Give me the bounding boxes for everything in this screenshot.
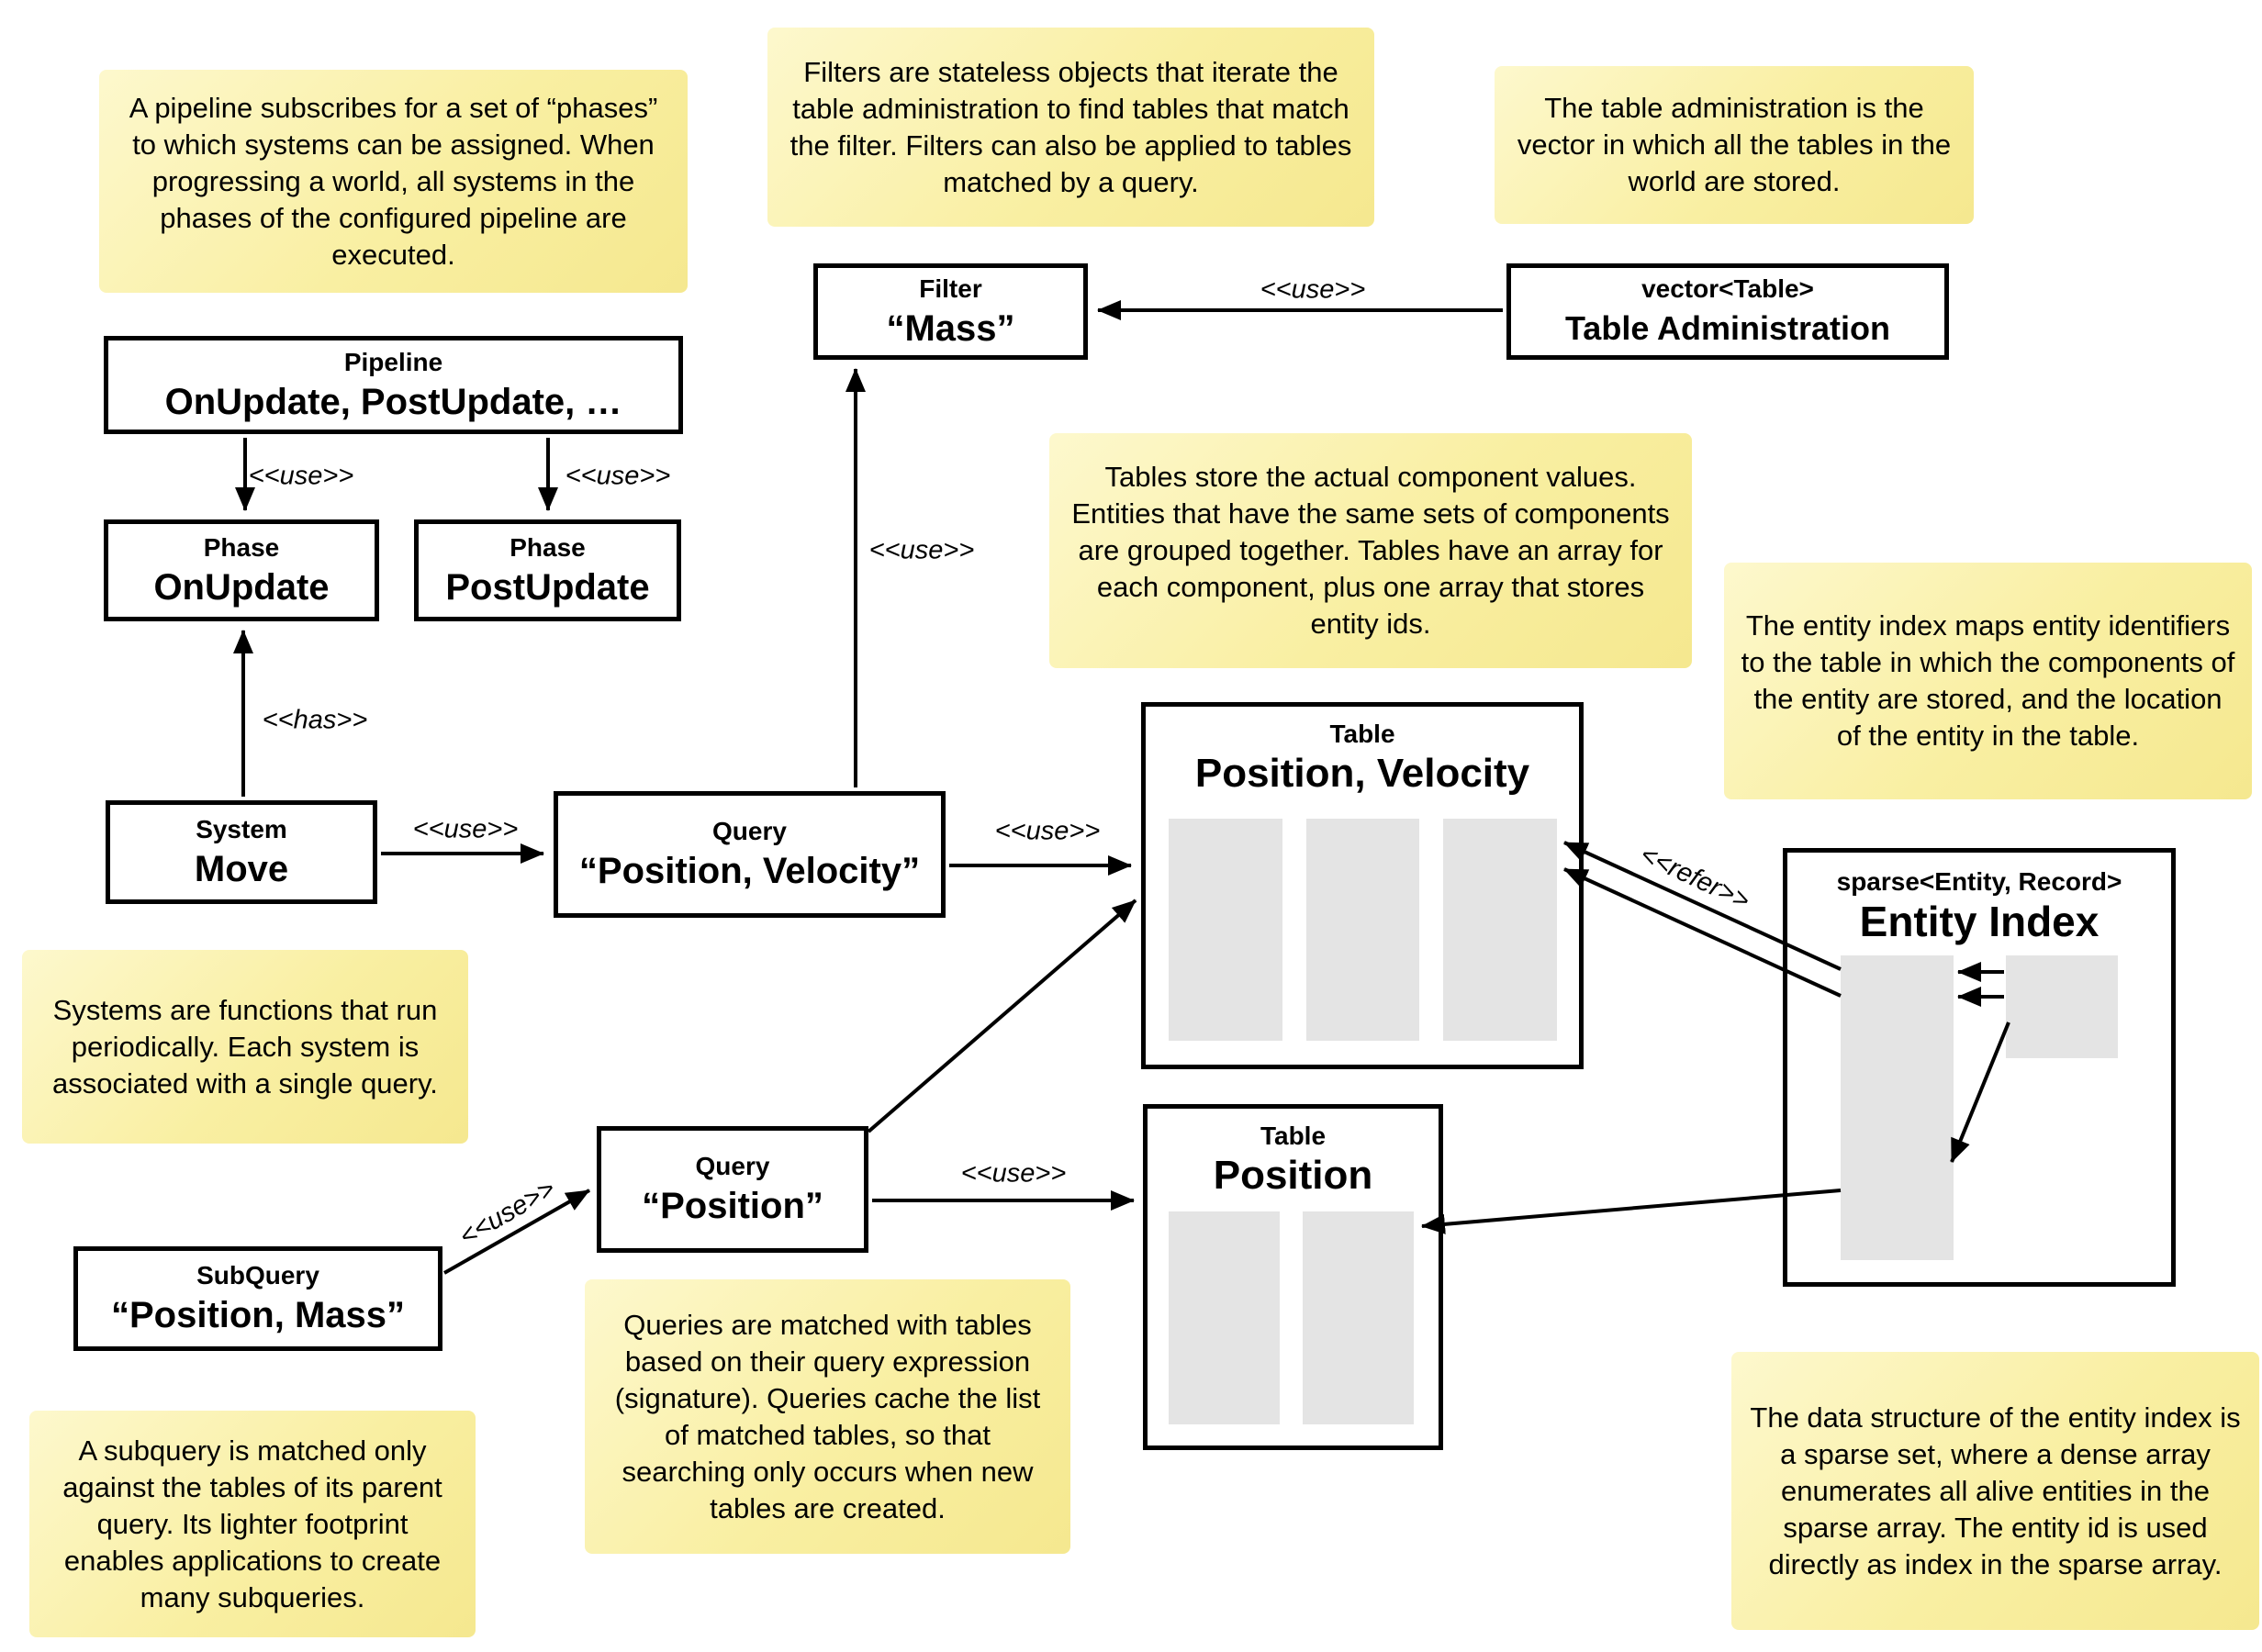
box-name: “Position, Velocity” <box>578 851 921 891</box>
note-table-admin: The table administration is the vector i… <box>1495 66 1974 224</box>
box-query-position-velocity: Query “Position, Velocity” <box>554 791 946 918</box>
arrow-entityindex-to-tablepos <box>1421 1189 1842 1234</box>
note-text: The table administration is the vector i… <box>1517 92 1952 197</box>
box-pipeline: Pipeline OnUpdate, PostUpdate, … <box>104 336 683 434</box>
box-name: Table Administration <box>1564 308 1891 347</box>
box-table-administration: vector<Table> Table Administration <box>1506 263 1949 360</box>
box-stereotype: Table <box>1260 1122 1327 1150</box>
box-name: “Position” <box>642 1186 823 1226</box>
box-name: Entity Index <box>1859 898 2100 945</box>
box-name: OnUpdate, PostUpdate, … <box>164 381 622 422</box>
edge-label-use: <<use>> <box>1260 274 1366 305</box>
note-text: A pipeline subscribes for a set of “phas… <box>129 91 658 271</box>
box-phase-postupdate: Phase PostUpdate <box>414 519 681 621</box>
box-stereotype: vector<Table> <box>1641 273 1814 303</box>
note-text: The entity index maps entity identifiers… <box>1741 609 2235 752</box>
box-filter-mass: Filter “Mass” <box>813 263 1088 360</box>
note-text: Filters are stateless objects that itera… <box>789 55 1352 198</box>
box-name: OnUpdate <box>153 566 330 608</box>
box-stereotype: Phase <box>510 532 586 562</box>
edge-label-use: <<use>> <box>994 816 1101 846</box>
edge-label-use: <<use>> <box>565 461 671 491</box>
box-subquery: SubQuery “Position, Mass” <box>73 1246 442 1351</box>
arrow-subquery-to-querypos <box>443 1189 590 1275</box>
box-stereotype: Query <box>695 1152 770 1180</box>
arrow-querypos-to-tablepv <box>867 899 1137 1133</box>
note-pipeline: A pipeline subscribes for a set of “phas… <box>99 70 688 293</box>
entity-index-dense-array-bar <box>2006 955 2118 1058</box>
edge-label-use: <<use>> <box>248 461 354 491</box>
box-entity-index: sparse<Entity, Record> Entity Index <box>1783 848 2176 1287</box>
box-table-position: Table Position <box>1143 1104 1443 1450</box>
arrow-entityindex-refer-2 <box>1563 867 1842 998</box>
entity-index-sparse-array-bar <box>1841 955 1954 1260</box>
note-sparse-set: The data structure of the entity index i… <box>1731 1352 2259 1630</box>
box-stereotype: Phase <box>203 532 280 562</box>
note-filters: Filters are stateless objects that itera… <box>767 28 1374 227</box>
note-text: The data structure of the entity index i… <box>1750 1401 2241 1580</box>
box-stereotype: SubQuery <box>196 1261 319 1289</box>
box-name: Position, Velocity <box>1194 751 1530 796</box>
box-query-position: Query “Position” <box>597 1126 868 1253</box>
note-text: Tables store the actual component values… <box>1071 461 1670 640</box>
edge-label-use: <<use>> <box>960 1158 1067 1189</box>
arrow-entityindex-refer-1 <box>1563 841 1842 971</box>
box-stereotype: Pipeline <box>343 347 443 376</box>
note-queries: Queries are matched with tables based on… <box>585 1279 1070 1554</box>
edge-label-use: <<use>> <box>412 814 519 844</box>
edge-label-use: <<use>> <box>868 535 975 565</box>
table-pos-vel-column-bar <box>1169 819 1282 1041</box>
note-text: Queries are matched with tables based on… <box>614 1308 1041 1524</box>
box-name: “Mass” <box>886 307 1015 349</box>
box-phase-onupdate: Phase OnUpdate <box>104 519 379 621</box>
box-name: Position <box>1213 1153 1373 1198</box>
table-pos-vel-column-bar <box>1443 819 1557 1041</box>
box-stereotype: sparse<Entity, Record> <box>1836 867 2122 896</box>
edge-label-has: <<has>> <box>262 705 368 735</box>
note-systems: Systems are functions that run periodica… <box>22 950 468 1144</box>
box-name: PostUpdate <box>445 566 650 608</box>
box-stereotype: System <box>196 814 287 843</box>
box-stereotype: Filter <box>919 273 982 303</box>
table-pos-column-bar <box>1303 1211 1414 1424</box>
table-pos-column-bar <box>1169 1211 1280 1424</box>
note-tables: Tables store the actual component values… <box>1049 433 1692 668</box>
box-stereotype: Query <box>712 817 787 845</box>
note-entity-index: The entity index maps entity identifiers… <box>1724 563 2252 799</box>
box-name: Move <box>194 848 289 889</box>
table-pos-vel-column-bar <box>1306 819 1419 1041</box>
box-system-move: System Move <box>106 800 377 904</box>
arrow-dense-to-sparse-low <box>1950 1021 2010 1163</box>
note-subquery: A subquery is matched only against the t… <box>29 1411 476 1637</box>
box-stereotype: Table <box>1329 720 1395 748</box>
box-name: “Position, Mass” <box>110 1295 406 1335</box>
note-text: Systems are functions that run periodica… <box>52 993 438 1099</box>
box-table-position-velocity: Table Position, Velocity <box>1141 702 1584 1069</box>
note-text: A subquery is matched only against the t… <box>62 1434 442 1613</box>
